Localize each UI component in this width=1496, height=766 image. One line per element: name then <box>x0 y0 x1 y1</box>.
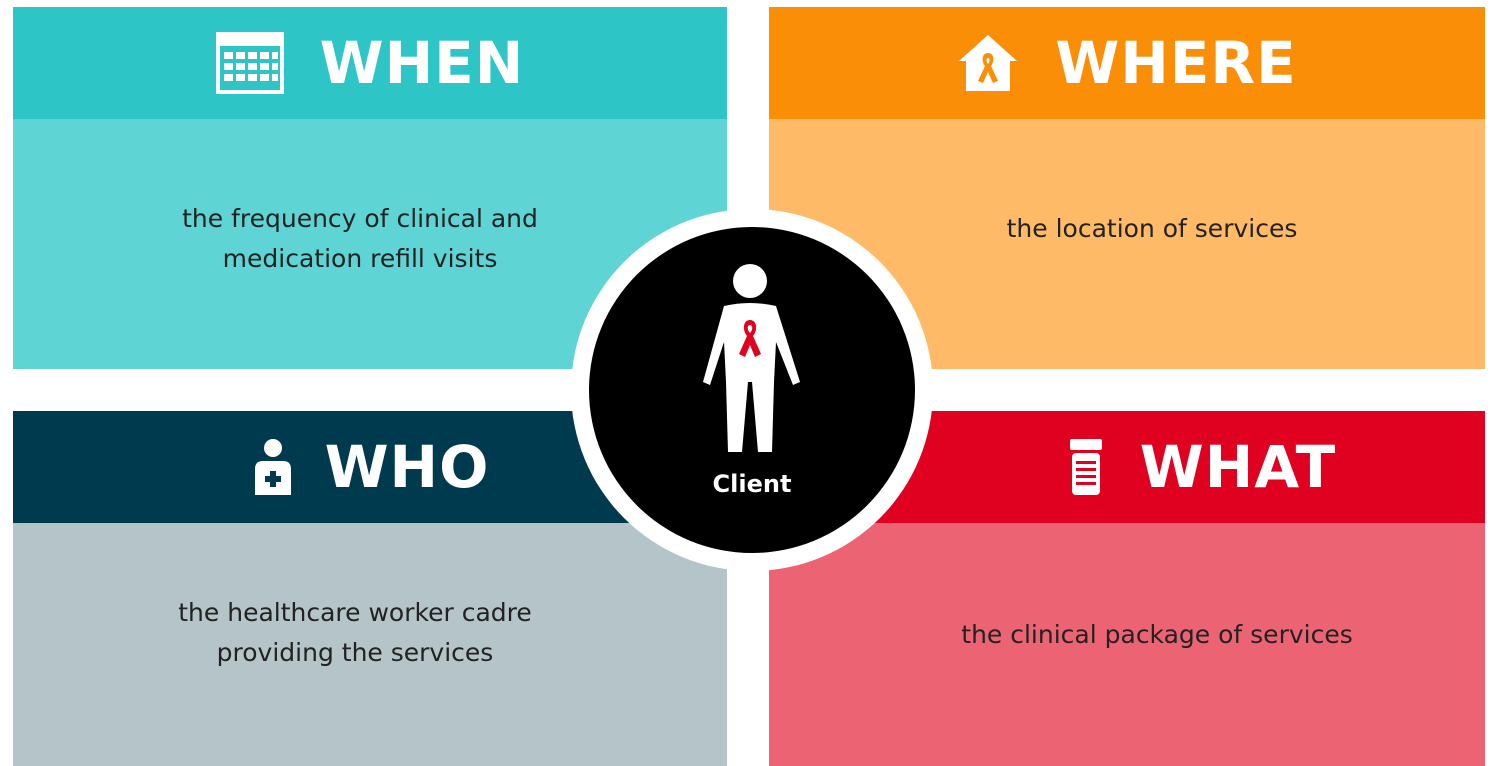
where-description: the location of services <box>769 209 1485 249</box>
house-ribbon-icon <box>957 33 1019 93</box>
when-description: the frequency of clinical and medication… <box>13 199 727 279</box>
who-description: the healthcare worker cadre providing th… <box>13 593 727 673</box>
when-description-line: the frequency of clinical and <box>182 204 538 233</box>
who-body: the healthcare worker cadre providing th… <box>13 523 727 766</box>
client-label: Client <box>712 470 792 498</box>
person-with-ribbon-icon <box>700 262 804 458</box>
what-description-line: the clinical package of services <box>961 620 1353 649</box>
calendar-icon <box>215 32 284 94</box>
who-description-line: the healthcare worker cadre <box>178 598 532 627</box>
medicine-bottle-icon <box>1068 437 1104 497</box>
when-quadrant: WHEN the frequency of clinical and medic… <box>13 7 727 369</box>
where-description-line: the location of services <box>1006 214 1298 243</box>
health-worker-icon <box>251 437 295 497</box>
when-title: WHEN <box>319 29 525 97</box>
where-header: WHERE <box>769 7 1485 119</box>
what-description: the clinical package of services <box>769 615 1485 655</box>
when-header: WHEN <box>13 7 727 119</box>
who-title: WHO <box>324 433 490 501</box>
what-title: WHAT <box>1139 433 1337 501</box>
when-description-line: medication refill visits <box>222 244 498 273</box>
where-title: WHERE <box>1055 29 1297 97</box>
what-body: the clinical package of services <box>769 523 1485 766</box>
who-description-line: providing the services <box>216 638 494 667</box>
